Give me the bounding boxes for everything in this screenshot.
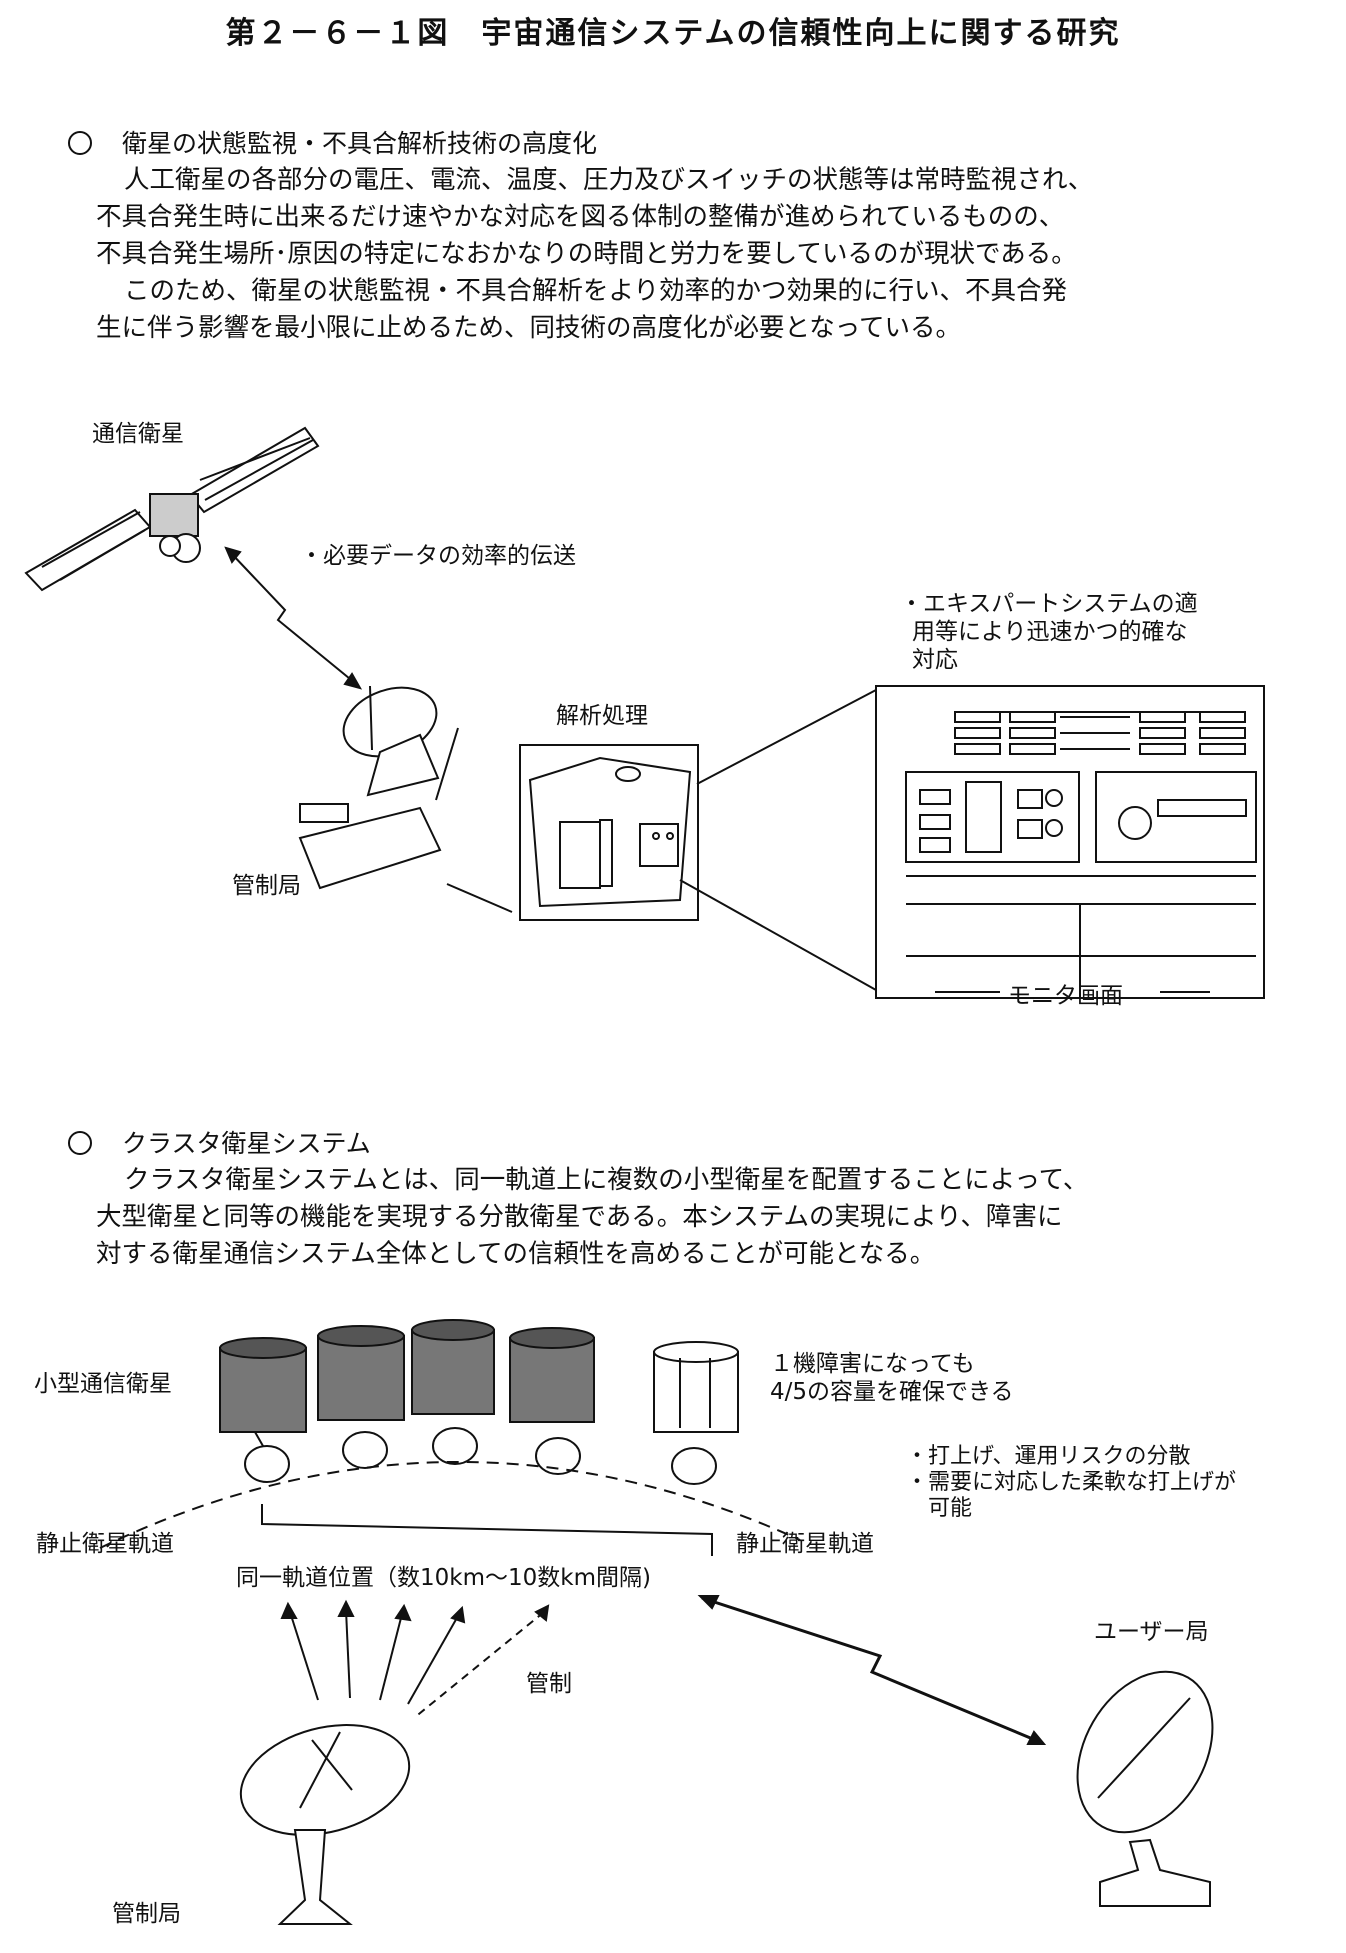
user-station-dish-icon	[1076, 1670, 1214, 1907]
small-satellite-icon	[411, 1319, 495, 1465]
small-satellite-label: 小型通信衛星	[34, 1371, 172, 1397]
analysis-monitor-icon	[519, 744, 699, 921]
text-line: 大型衛星と同等の機能を実現する分散衛星である。本システムの実現により、障害に	[96, 1202, 1063, 1232]
text-line: 対する衛星通信システム全体としての信頼性を高めることが可能となる。	[96, 1239, 936, 1269]
text-line: クラスタ衛星システムとは、同一軌道上に複数の小型衛星を配置することによって、	[124, 1165, 1089, 1195]
expert-note-line: ・エキスパートシステムの適	[900, 591, 1198, 617]
section2-heading: クラスタ衛星システム	[68, 1124, 371, 1160]
small-satellite-icon	[317, 1325, 405, 1469]
benefit-notes: ・打上げ、運用リスクの分散 ・需要に対応した柔軟な打上げが 可能	[906, 1444, 1236, 1522]
small-satellite-icon	[219, 1337, 307, 1483]
benefit-note-line: ・打上げ、運用リスクの分散	[906, 1444, 1191, 1469]
section1-heading-text: 衛星の状態監視・不具合解析技術の高度化	[122, 129, 598, 158]
monitor-screen-icon	[875, 685, 1265, 999]
failed-satellite-icon	[653, 1341, 739, 1485]
user-station-label: ユーザー局	[1094, 1619, 1209, 1645]
section2-heading-text: クラスタ衛星システム	[122, 1129, 371, 1158]
monitor-label: モニタ画面	[1008, 983, 1123, 1009]
failure-note-line: １機障害になっても	[770, 1351, 975, 1377]
communication-satellite-icon	[24, 426, 320, 592]
circle-bullet-icon	[68, 1131, 92, 1155]
text-line: 不具合発生時に出来るだけ速やかな対応を図る体制の整備が進められているものの、	[96, 202, 1065, 232]
position-note: 同一軌道位置（数10km～10数km間隔)	[236, 1565, 651, 1591]
circle-bullet-icon	[68, 131, 92, 155]
transfer-note: ・必要データの効率的伝送	[300, 543, 576, 569]
orbit-label-right: 静止衛星軌道	[736, 1531, 874, 1557]
small-satellite-icon	[509, 1327, 595, 1475]
failure-note-line: 4/5の容量を確保できる	[770, 1379, 1014, 1405]
failure-note: １機障害になっても 4/5の容量を確保できる	[770, 1350, 1014, 1406]
orbit-label-left: 静止衛星軌道	[36, 1531, 174, 1557]
analysis-label: 解析処理	[556, 703, 648, 729]
control-station-label: 管制局	[112, 1901, 181, 1927]
section1-paragraph: 人工衛星の各部分の電圧、電流、温度、圧力及びスイッチの状態等は常時監視され、 不…	[96, 162, 1336, 347]
ground-station-label: 管制局	[232, 873, 301, 899]
benefit-note-line: 可能	[906, 1496, 973, 1521]
benefit-note-line: ・需要に対応した柔軟な打上げが	[906, 1470, 1237, 1495]
text-line: 人工衛星の各部分の電圧、電流、温度、圧力及びスイッチの状態等は常時監視され、	[124, 165, 1094, 195]
control-station-dish-icon	[239, 1724, 411, 1925]
section2-paragraph: クラスタ衛星システムとは、同一軌道上に複数の小型衛星を配置することによって、 大…	[96, 1162, 1336, 1273]
expert-note: ・エキスパートシステムの適 用等により迅速かつ的確な 対応	[900, 590, 1198, 674]
text-line: このため、衛星の状態監視・不具合解析をより効率的かつ効果的に行い、不具合発	[124, 276, 1067, 306]
satellite-label: 通信衛星	[92, 421, 184, 447]
expert-note-line: 用等により迅速かつ的確な	[912, 619, 1188, 645]
expert-note-line: 対応	[912, 647, 958, 673]
section1-heading: 衛星の状態監視・不具合解析技術の高度化	[68, 124, 597, 160]
control-label: 管制	[526, 1671, 572, 1697]
page-title: 第２－６－１図 宇宙通信システムの信頼性向上に関する研究	[225, 16, 1121, 51]
text-line: 生に伴う影響を最小限に止めるため、同技術の高度化が必要となっている。	[96, 313, 961, 343]
text-line: 不具合発生場所･原因の特定になおかなりの時間と労力を要しているのが現状である。	[96, 239, 1077, 269]
ground-station-dish-icon	[298, 685, 442, 890]
